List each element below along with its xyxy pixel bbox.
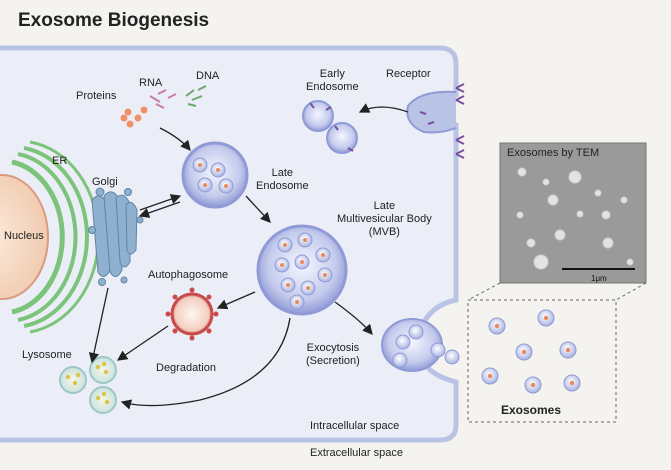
label-lysosome: Lysosome [22, 349, 72, 361]
endocytic-pit [406, 90, 457, 134]
label-tem-title: Exosomes by TEM [507, 147, 600, 159]
label-autophagosome: Autophagosome [148, 269, 229, 281]
label-degradation: Degradation [156, 362, 216, 374]
tem-image [499, 142, 647, 284]
nucleus [0, 174, 49, 300]
label-intracellular-space: Intracellular space [310, 420, 400, 432]
late-endosome [181, 141, 249, 209]
label-exocytosis: Exocytosis (Secretion) [306, 342, 360, 367]
receptor-icons [419, 83, 465, 159]
label-receptor: Receptor [386, 68, 431, 80]
protein-dots [120, 106, 148, 128]
label-extracellular-space: Extracellular space [310, 447, 403, 459]
early-endosome [302, 100, 358, 154]
label-golgi: Golgi [92, 176, 118, 188]
label-rna: RNA [139, 77, 163, 89]
zoom-lines [467, 282, 647, 423]
label-nucleus: Nucleus [4, 230, 44, 242]
multivesicular-body [256, 224, 348, 316]
label-exosomes: Exosomes [501, 403, 562, 417]
pathway-arrows [88, 103, 409, 410]
diagram-title: Exosome Biogenesis [18, 10, 210, 31]
golgi-apparatus [88, 187, 144, 286]
exocytosis-pocket [381, 318, 460, 372]
lysosome-group [59, 356, 117, 414]
dna-strands [185, 85, 207, 107]
label-late-endosome: Late Endosome [256, 167, 309, 192]
label-dna: DNA [196, 70, 220, 82]
label-er: ER [52, 155, 68, 167]
rna-strands [149, 89, 177, 109]
label-proteins: Proteins [76, 90, 117, 102]
label-early-endosome: Early Endosome [306, 68, 359, 93]
autophagosome [165, 287, 219, 341]
label-scale-bar: 1μm [591, 274, 607, 283]
exosome-cluster [481, 309, 581, 394]
label-mvb: Late Multivesicular Body (MVB) [337, 200, 432, 238]
